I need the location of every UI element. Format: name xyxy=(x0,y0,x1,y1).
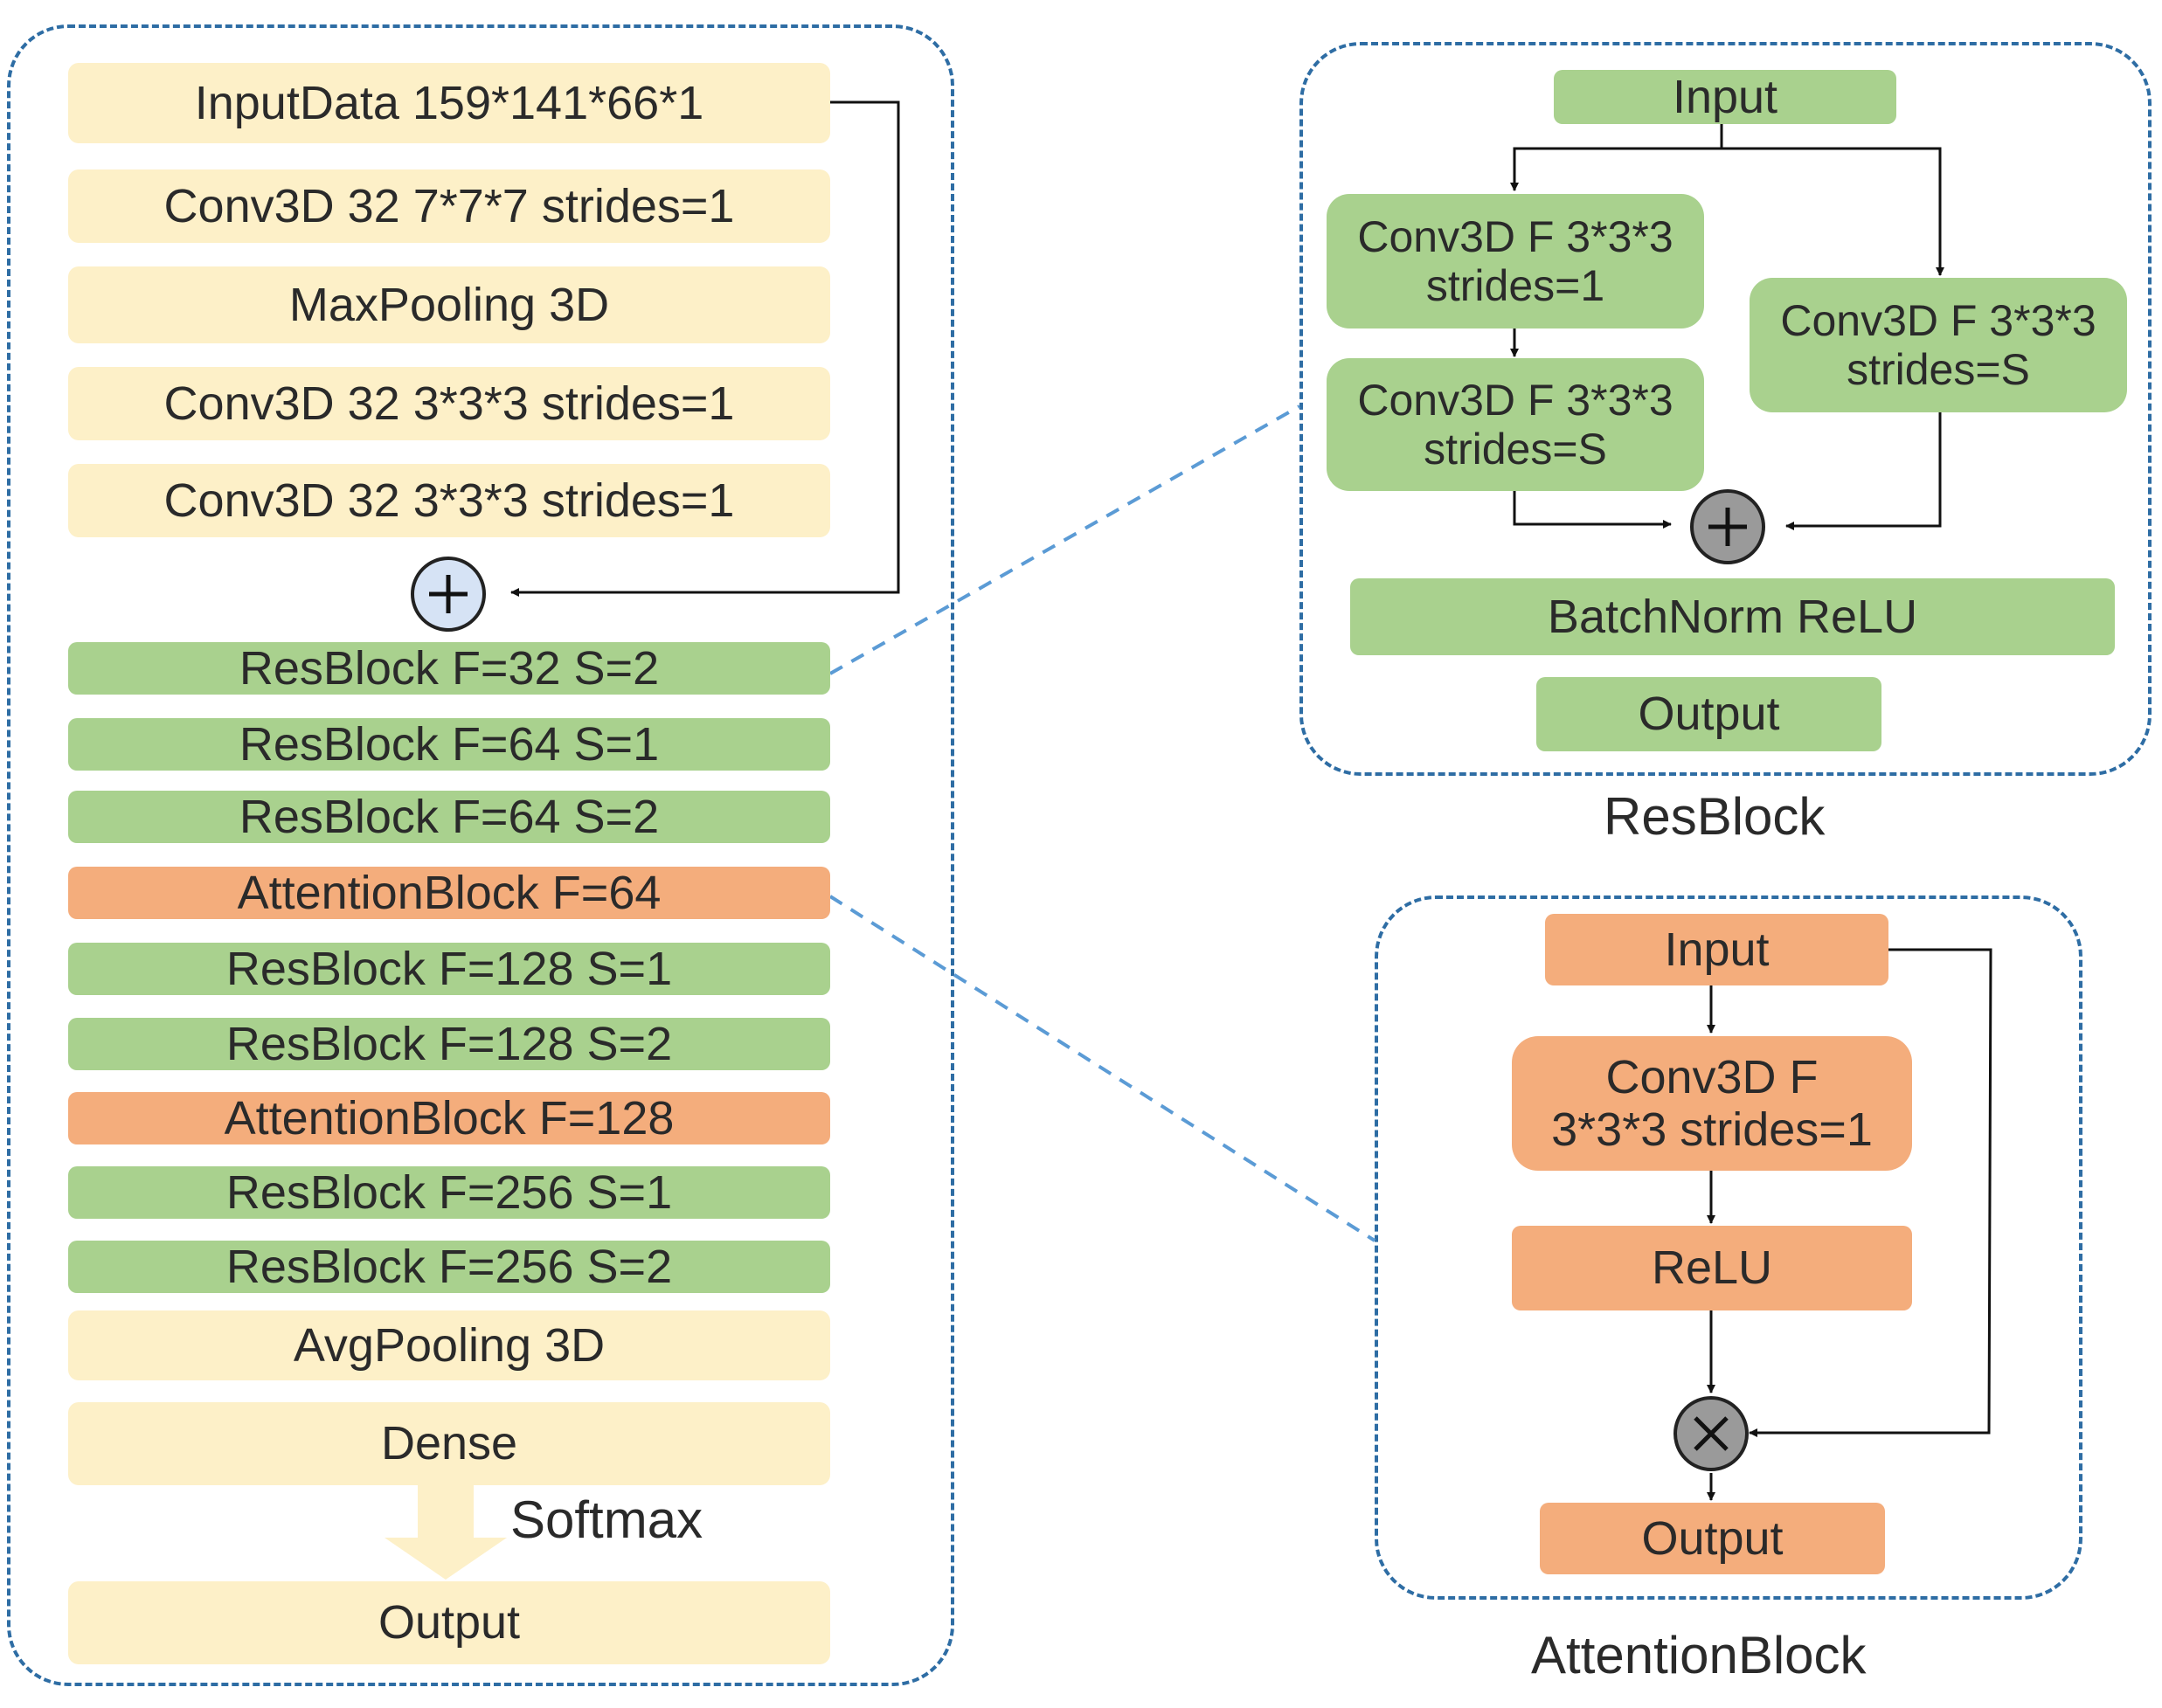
attention-input: Input xyxy=(1545,914,1888,985)
zoom-line-resblock xyxy=(829,405,1300,675)
multiply-icon xyxy=(1673,1396,1749,1471)
layer-resblock-128-1: ResBlock F=128 S=1 xyxy=(68,943,830,995)
resblock-title: ResBlock xyxy=(1604,787,1826,846)
layer-avgpooling: AvgPooling 3D xyxy=(68,1310,830,1380)
layer-resblock-32-2: ResBlock F=32 S=2 xyxy=(68,642,830,695)
layer-attention-128: AttentionBlock F=128 xyxy=(68,1092,830,1144)
zoom-line-attention xyxy=(828,895,1376,1242)
resblock-conv-b: Conv3D F 3*3*3 strides=S xyxy=(1327,358,1704,491)
layer-conv3d-3b: Conv3D 32 3*3*3 strides=1 xyxy=(68,464,830,537)
attention-title: AttentionBlock xyxy=(1531,1626,1867,1684)
attention-group xyxy=(1375,895,2082,1600)
attention-conv: Conv3D F 3*3*3 strides=1 xyxy=(1512,1036,1912,1171)
layer-resblock-64-2: ResBlock F=64 S=2 xyxy=(68,791,830,843)
layer-input-data: InputData 159*141*66*1 xyxy=(68,63,830,143)
layer-output: Output xyxy=(68,1581,830,1664)
resblock-batchnorm-relu: BatchNorm ReLU xyxy=(1350,578,2115,655)
layer-dense: Dense xyxy=(68,1402,830,1485)
resblock-group xyxy=(1299,42,2152,776)
resblock-input: Input xyxy=(1554,70,1896,124)
add-icon xyxy=(411,557,486,632)
layer-conv3d-3a: Conv3D 32 3*3*3 strides=1 xyxy=(68,367,830,440)
layer-resblock-256-1: ResBlock F=256 S=1 xyxy=(68,1166,830,1219)
attention-relu: ReLU xyxy=(1512,1226,1912,1310)
main-network-group xyxy=(7,24,954,1686)
resblock-output: Output xyxy=(1536,677,1881,751)
resblock-add-icon xyxy=(1690,489,1765,564)
softmax-label: Softmax xyxy=(510,1490,703,1549)
layer-resblock-256-2: ResBlock F=256 S=2 xyxy=(68,1241,830,1293)
layer-conv3d-7: Conv3D 32 7*7*7 strides=1 xyxy=(68,169,830,243)
main-skip-line xyxy=(510,100,900,597)
layer-attention-64: AttentionBlock F=64 xyxy=(68,867,830,919)
resblock-conv-shortcut: Conv3D F 3*3*3 strides=S xyxy=(1750,278,2127,412)
layer-resblock-128-2: ResBlock F=128 S=2 xyxy=(68,1018,830,1070)
layer-resblock-64-1: ResBlock F=64 S=1 xyxy=(68,718,830,771)
layer-maxpooling: MaxPooling 3D xyxy=(68,266,830,343)
resblock-conv-a: Conv3D F 3*3*3 strides=1 xyxy=(1327,194,1704,328)
attention-output: Output xyxy=(1540,1503,1885,1574)
softmax-arrow xyxy=(385,1485,507,1580)
